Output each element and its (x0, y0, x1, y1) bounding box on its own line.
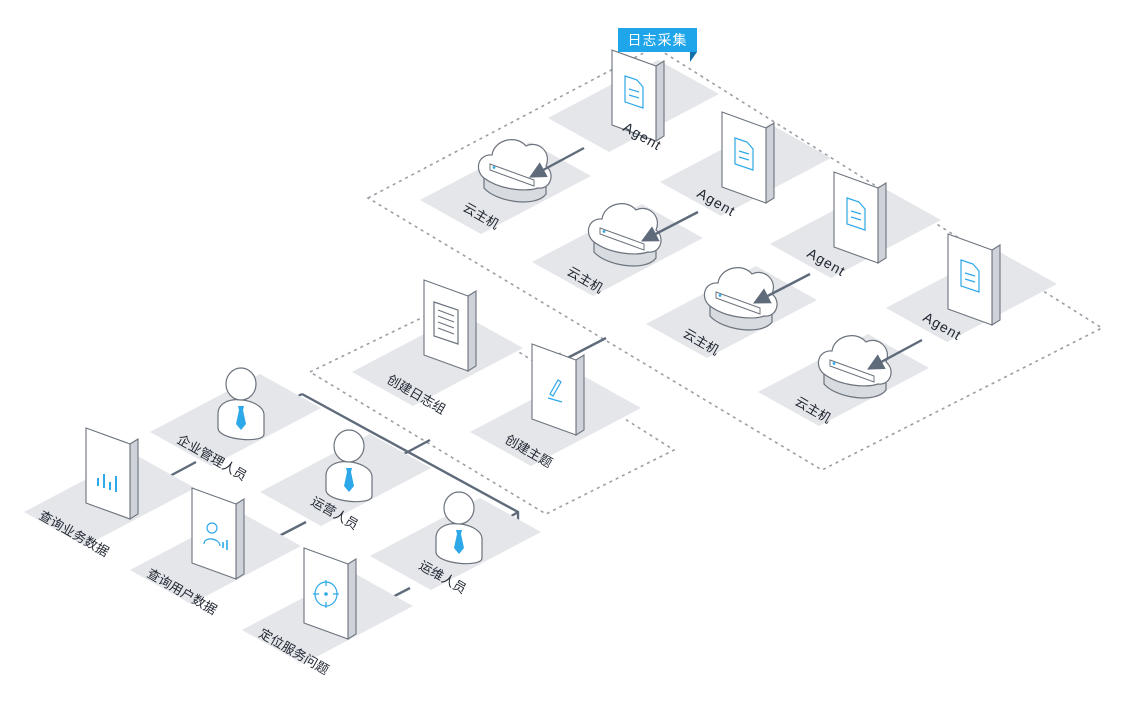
host-1: 云主机 (420, 139, 591, 234)
document-icon (721, 111, 775, 204)
cloud-server-icon (817, 335, 892, 399)
log-group-node: 创建日志组 (352, 279, 523, 417)
agent-4: Agent (886, 233, 1057, 343)
edit-icon (531, 343, 585, 436)
user-chart-icon (191, 487, 245, 580)
agent-2: Agent (660, 111, 831, 219)
output-locate: 定位服务问题 (242, 547, 413, 678)
collection-group: Agent 云主机 Agent 云主机 Agent (420, 49, 1057, 426)
badge-tail (690, 52, 697, 62)
host-2: 云主机 (532, 203, 703, 296)
target-icon (303, 547, 357, 640)
arrow-agent4-host4 (867, 338, 923, 370)
cloud-server-icon (703, 267, 778, 331)
bar-chart-icon (85, 427, 139, 520)
processing-group: 创建日志组 创建主题 (352, 279, 641, 471)
processing-frame (308, 305, 676, 515)
agent-1: Agent (548, 49, 719, 153)
cloud-server-icon (587, 203, 662, 267)
arrow-agent3-host3 (753, 272, 811, 304)
role-admin: 企业管理人员 (150, 367, 321, 484)
document-icon (947, 233, 1001, 326)
host-4: 云主机 (758, 334, 929, 426)
list-document-icon (423, 279, 477, 372)
role-ops: 运营人员 (260, 429, 431, 533)
log-collection-badge: 日志采集 (618, 28, 697, 52)
topic-node: 创建主题 (470, 343, 641, 471)
role-maintenance: 运维人员 (370, 491, 541, 597)
arrow-agent2-host2 (641, 210, 699, 242)
arrow-agent1-host1 (529, 146, 585, 178)
output-business: 查询业务数据 (24, 427, 195, 560)
agent-3: Agent (770, 171, 941, 279)
document-icon (833, 171, 887, 264)
host-3: 云主机 (646, 266, 817, 358)
